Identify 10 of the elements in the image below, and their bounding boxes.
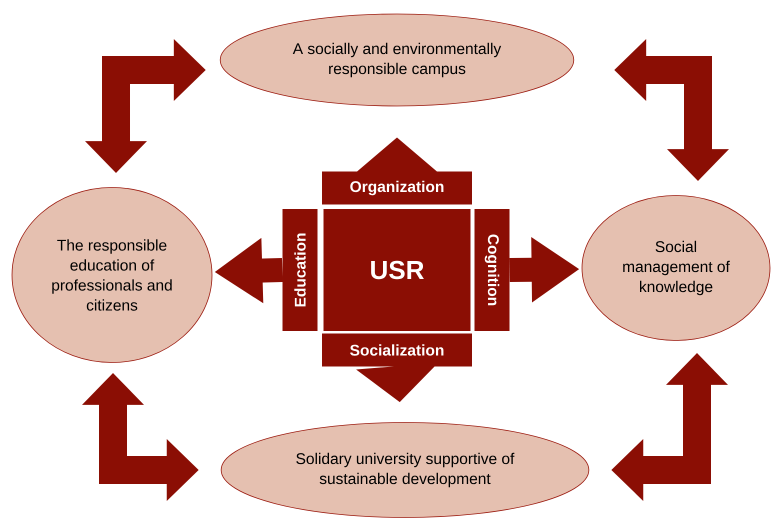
label-band: Socialization — [322, 334, 472, 366]
label-band: Organization — [322, 172, 472, 204]
ellipse-node: Solidary university supportive of sustainable development — [220, 422, 590, 518]
node-label: Organization — [350, 180, 444, 196]
ellipse-node: A socially and environmentally responsible campus — [220, 14, 574, 106]
label-band: Education — [282, 209, 318, 331]
label-band: Cognition — [474, 209, 510, 331]
ellipse-node: Social management of knowledge — [582, 195, 770, 341]
ellipse-node: The responsible education of professionals and citizens — [12, 187, 212, 363]
center-square: USR — [324, 209, 470, 331]
